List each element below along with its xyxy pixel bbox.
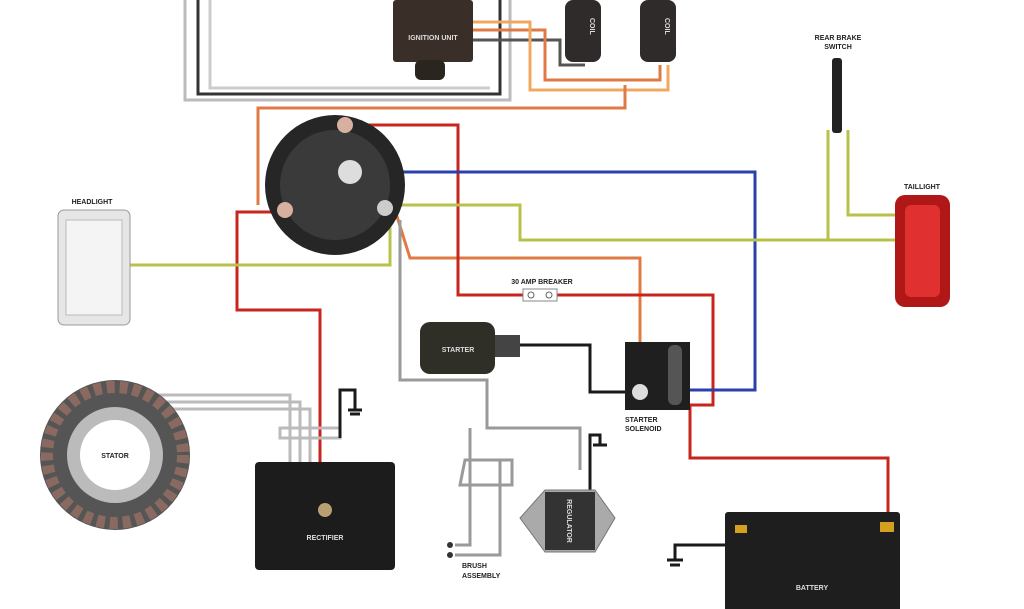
rectifier: RECTIFIER xyxy=(255,462,395,570)
regulator: REGULATOR xyxy=(519,489,616,553)
stator-label: STATOR xyxy=(101,453,129,460)
wire-yellow-brake xyxy=(826,130,895,240)
wire-gray-brush xyxy=(398,220,582,557)
battery-label: BATTERY xyxy=(796,585,829,592)
ignition-switch xyxy=(265,115,405,255)
brush-assembly: BRUSH ASSEMBLY xyxy=(447,542,501,580)
rectifier-label: RECTIFIER xyxy=(307,535,344,542)
headlight-label: HEADLIGHT xyxy=(72,199,114,206)
starter-label: STARTER xyxy=(442,347,475,354)
starter-solenoid: STARTER SOLENOID xyxy=(625,342,690,433)
ignition-unit-label: IGNITION UNIT xyxy=(408,35,458,42)
solenoid-label-2: SOLENOID xyxy=(625,426,662,433)
wire-orange-ignition xyxy=(256,85,627,205)
wire-yellow-green-headlight xyxy=(130,210,392,267)
wire-orange-solenoid xyxy=(393,209,642,385)
ignition-unit: IGNITION UNIT xyxy=(393,0,473,80)
wire-red-rectifier xyxy=(235,210,322,462)
breaker-label: 30 AMP BREAKER xyxy=(511,279,572,286)
regulator-label: REGULATOR xyxy=(565,499,572,543)
wire-black-starter xyxy=(515,343,630,394)
wire-red-breaker xyxy=(345,123,715,407)
stator: STATOR xyxy=(40,380,190,530)
coil-1-label: COIL xyxy=(588,18,595,35)
amp-breaker: 30 AMP BREAKER xyxy=(511,279,573,302)
coil-2: COIL xyxy=(640,0,676,62)
ground-rectifier xyxy=(338,388,362,438)
wire-blue xyxy=(350,170,757,392)
battery: BATTERY xyxy=(725,512,900,609)
headlight: HEADLIGHT xyxy=(57,199,131,326)
brush-assembly-label: BRUSH xyxy=(462,563,487,570)
wire-yellow-green-taillight xyxy=(400,203,895,242)
harness-wires-top xyxy=(183,0,670,102)
taillight-label: TAILLIGHT xyxy=(904,184,941,191)
brush-assembly-label-2: ASSEMBLY xyxy=(462,573,501,580)
taillight: TAILLIGHT xyxy=(895,184,950,307)
wire-red-battery xyxy=(688,405,890,525)
ground-regulator xyxy=(588,433,607,490)
rear-brake-switch-label: REAR BRAKE xyxy=(815,35,862,42)
coil-1: COIL xyxy=(565,0,601,62)
solenoid-label: STARTER xyxy=(625,417,658,424)
rear-brake-switch-label-2: SWITCH xyxy=(824,44,852,51)
starter-motor: STARTER xyxy=(420,322,520,374)
wire-stator-rectifier xyxy=(150,393,342,462)
ground-battery xyxy=(667,543,725,567)
coil-2-label: COIL xyxy=(663,18,670,35)
rear-brake-switch: REAR BRAKE SWITCH xyxy=(815,35,862,133)
